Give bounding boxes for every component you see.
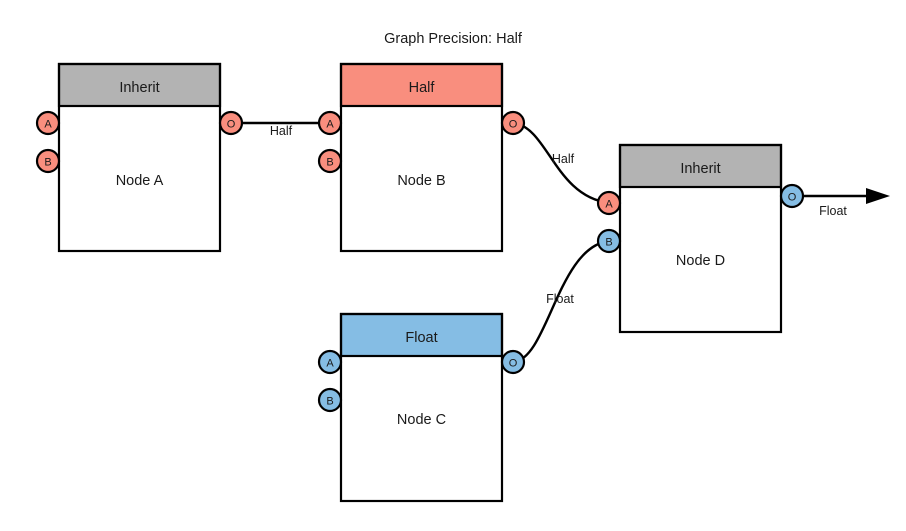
node-a-output-port-o[interactable]	[218, 110, 244, 136]
node-b-header	[339, 62, 504, 108]
node-c-input-port-a[interactable]	[317, 349, 343, 375]
node-c[interactable]: Float Node C A B O	[317, 312, 526, 503]
node-d[interactable]: Inherit Node D A B O	[596, 143, 805, 334]
node-d-input-port-b-label: B	[605, 237, 612, 249]
node-a-input-port-b-label: B	[44, 157, 51, 169]
node-d-header-label: Inherit	[680, 161, 720, 177]
node-a-input-port-b[interactable]	[35, 148, 61, 174]
node-c-header-label: Float	[405, 330, 437, 346]
node-a-header-label: Inherit	[119, 80, 159, 96]
node-b-title: Node B	[397, 173, 445, 189]
node-b-header-label: Half	[409, 80, 436, 96]
node-a-output-port-o-label: O	[227, 119, 236, 131]
node-a-input-port-a-label: A	[44, 119, 52, 131]
edge-b-to-d-path	[513, 121, 610, 205]
node-d-input-port-a[interactable]	[596, 190, 622, 216]
node-b-output-port-o-label: O	[509, 119, 518, 131]
node-c-input-port-b-label: B	[326, 396, 333, 408]
edge-d-output-label: Float	[819, 204, 847, 218]
edge-c-to-d[interactable]: Float	[513, 239, 610, 364]
node-d-input-port-a-label: A	[605, 199, 613, 211]
node-c-input-port-b[interactable]	[317, 387, 343, 413]
node-c-output-port-o[interactable]	[500, 349, 526, 375]
node-d-output-port-o[interactable]	[779, 183, 805, 209]
edge-c-to-d-label: Float	[546, 292, 574, 306]
node-a-input-port-a[interactable]	[35, 110, 61, 136]
node-b-input-port-b[interactable]	[317, 148, 343, 174]
edge-b-to-d-label: Half	[552, 152, 575, 166]
edge-c-to-d-path	[513, 239, 610, 364]
edge-a-to-b[interactable]: Half	[232, 121, 330, 138]
edge-layer: Half Half Float Float	[232, 121, 890, 364]
node-b-input-port-b-label: B	[326, 157, 333, 169]
node-d-output-port-o-label: O	[788, 192, 797, 204]
node-b-input-port-a[interactable]	[317, 110, 343, 136]
edge-a-to-b-label: Half	[270, 124, 293, 138]
arrow-head-icon	[866, 188, 890, 204]
node-d-title: Node D	[676, 253, 725, 269]
node-a-title: Node A	[116, 173, 164, 189]
node-a[interactable]: Inherit Node A A B O	[35, 62, 244, 253]
node-c-input-port-a-label: A	[326, 358, 334, 370]
node-b-input-port-a-label: A	[326, 119, 334, 131]
node-c-outline	[339, 312, 504, 503]
node-b-output-port-o[interactable]	[500, 110, 526, 136]
edge-b-to-d[interactable]: Half	[513, 121, 610, 205]
node-c-title: Node C	[397, 412, 446, 428]
node-b[interactable]: Half Node B A B O	[317, 62, 526, 253]
page-title: Graph Precision: Half	[384, 31, 523, 47]
node-c-output-port-o-label: O	[509, 358, 518, 370]
edge-d-output[interactable]: Float	[793, 188, 890, 218]
node-d-input-port-b[interactable]	[596, 228, 622, 254]
